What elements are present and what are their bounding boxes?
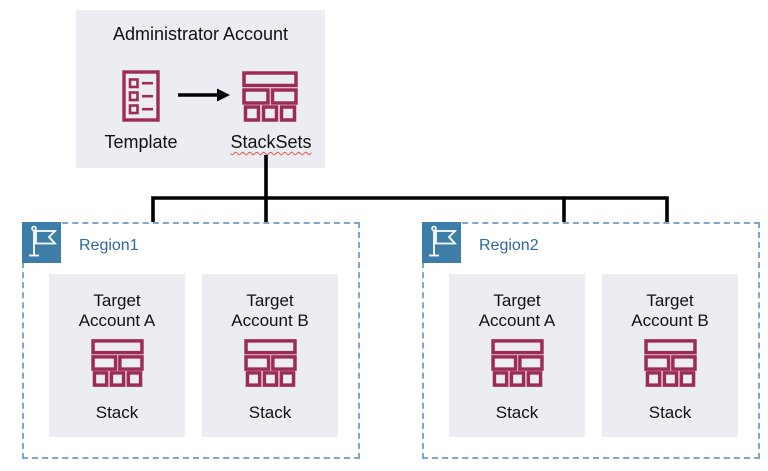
target-account-a-title: Target Account A (449, 291, 585, 331)
stack-icon (602, 339, 738, 392)
flag-icon (22, 222, 61, 263)
administrator-account-title: Administrator Account (112, 24, 289, 44)
target-account-title-line2: Account A (78, 311, 156, 330)
target-account-a-card: Target Account A Stack (449, 274, 585, 437)
target-account-title-line2: Account B (231, 311, 309, 330)
template-label: Template (104, 132, 178, 152)
target-account-title-line1: Target (646, 291, 694, 310)
stack-icon (202, 339, 338, 392)
target-account-b-title: Target Account B (202, 291, 338, 331)
template-icon (122, 70, 160, 127)
target-account-a-card: Target Account A Stack (49, 274, 185, 437)
stack-label: Stack (648, 403, 692, 422)
stack-label: Stack (495, 403, 539, 422)
target-account-a-title: Target Account A (49, 291, 185, 331)
target-account-title-line2: Account A (478, 311, 556, 330)
target-account-title-line2: Account B (631, 311, 709, 330)
stacksets-label-text: StackSets (230, 132, 312, 152)
target-account-title-line1: Target (93, 291, 141, 310)
region2-label: Region2 (479, 237, 539, 254)
region2-box: Region2 Target Account A Stack Tar (422, 222, 760, 459)
region1-box: Region1 Target Account A Stack Tar (22, 222, 360, 459)
stack-label: Stack (248, 403, 292, 422)
stack-icon (49, 339, 185, 392)
stacksets-label: StackSets (221, 132, 321, 153)
region1-label: Region1 (79, 237, 139, 254)
template-to-stacksets-arrow-icon (176, 88, 232, 107)
target-account-b-title: Target Account B (602, 291, 738, 331)
target-account-title-line1: Target (493, 291, 541, 310)
administrator-account-box: Administrator Account (76, 10, 325, 168)
target-account-b-card: Target Account B Stack (602, 274, 738, 437)
target-account-title-line1: Target (246, 291, 294, 310)
flag-icon (422, 222, 461, 263)
stack-label: Stack (95, 403, 139, 422)
target-account-b-card: Target Account B Stack (202, 274, 338, 437)
stack-icon (449, 339, 585, 392)
stackset-icon (242, 71, 298, 127)
